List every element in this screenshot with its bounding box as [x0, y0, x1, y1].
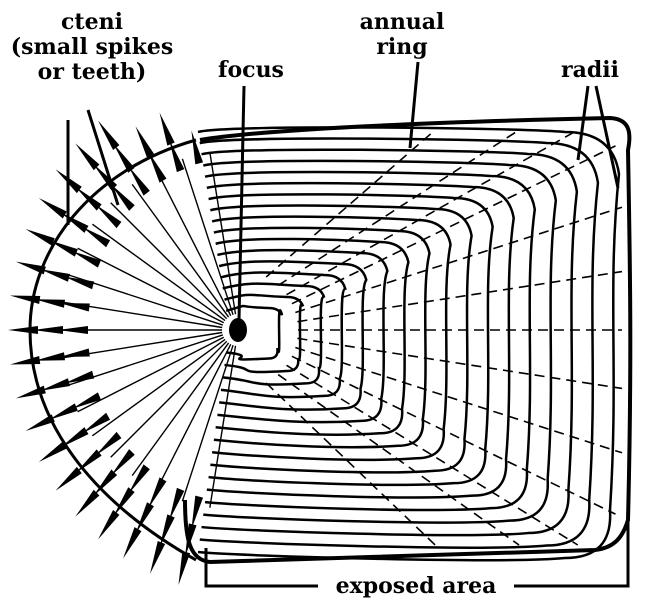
ctenus-spike — [148, 151, 166, 182]
exposed-region-line — [132, 343, 228, 476]
ctenus-spike — [98, 510, 119, 539]
exposed-region-lines — [30, 140, 235, 560]
exposed-area-label: exposed area — [318, 574, 514, 599]
ctenus-spike — [39, 198, 67, 218]
ctenus-spike — [136, 126, 154, 157]
ctenus-spike — [39, 442, 67, 462]
cteni-leader-2 — [88, 110, 118, 205]
cteni-label: cteni (small spikes or teeth) — [8, 10, 176, 85]
annual-ring-label: annual ring — [352, 10, 452, 60]
ctenus-spike — [95, 432, 121, 456]
exposed-region-line — [92, 339, 225, 435]
cteni-label-line3: or teeth) — [8, 60, 176, 85]
radii-leader-2 — [596, 86, 618, 188]
cteni-label-line1: cteni — [8, 10, 176, 35]
ctenus-spike — [136, 502, 154, 533]
exposed-region-line — [210, 152, 236, 314]
exposed-region-line — [111, 203, 227, 319]
ctenus-spike — [148, 477, 166, 508]
ctenus-spike — [75, 143, 99, 170]
ctenus-spike — [98, 121, 119, 150]
annual-ring — [198, 127, 619, 560]
exposed-region-line — [210, 346, 236, 508]
ctenus-spike — [26, 414, 55, 431]
ctenus-spike — [123, 527, 141, 558]
exposed-region-line — [132, 184, 228, 317]
annual-ring — [212, 217, 450, 460]
ctenus-spike — [75, 449, 101, 473]
ctenus-spike — [26, 229, 55, 246]
ctenus-spike — [16, 262, 46, 275]
focus-label: focus — [212, 58, 290, 83]
focus-dot — [229, 318, 247, 342]
ctenus-spike — [128, 464, 149, 493]
ctenus-spike — [178, 551, 190, 585]
ctenus-spike — [191, 496, 203, 530]
cteni-label-line2: (small spikes — [8, 35, 176, 60]
ctenus-spike — [169, 488, 184, 521]
ctenus-spike — [150, 541, 165, 574]
ctenus-spike — [82, 413, 110, 433]
ctenus-spike — [113, 143, 134, 172]
ctenus-spike — [128, 166, 149, 195]
ctenus-spike — [191, 131, 203, 165]
annual-ring-leader — [410, 62, 418, 148]
annual-ring-label-line1: annual — [352, 10, 452, 35]
ctenus-spike — [82, 227, 110, 247]
radii-label: radii — [556, 58, 624, 83]
radii-leader-1 — [578, 86, 588, 160]
ctenus-spike — [60, 427, 88, 447]
exposed-region-line — [111, 341, 227, 457]
ctenus-spike — [75, 490, 99, 517]
ctenus-spike — [8, 326, 38, 334]
annual-rings — [198, 127, 619, 560]
annual-ring-label-line2: ring — [352, 35, 452, 60]
ctenus-spike — [10, 356, 40, 364]
ctenus-spike — [95, 204, 121, 228]
annual-ring — [200, 139, 598, 548]
ctenus-spike — [10, 296, 40, 304]
radius-line — [266, 130, 435, 277]
exposed-region-line — [92, 224, 225, 320]
ctenus-spike — [160, 113, 175, 146]
ctenus-spike — [56, 467, 82, 491]
